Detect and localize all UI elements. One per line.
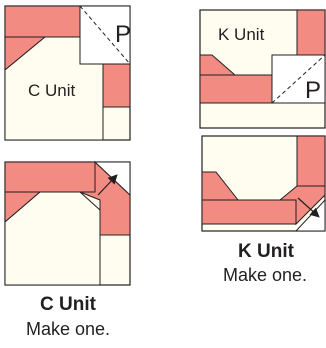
k-unit-caption-title: K Unit [238,241,294,262]
c-unit-with-p-block: P C Unit [4,5,131,141]
arrow-icon [97,174,118,196]
pink-right-diagonal [278,185,326,226]
p-corner-label: P [305,77,321,104]
c-unit-center-label: C Unit [28,81,76,100]
cream-notch [4,191,101,286]
k-unit-caption-subtitle: Make one. [222,265,308,285]
pink-right-column [102,63,131,108]
arrow-icon [297,197,320,218]
pink-top-band [4,161,96,193]
c-unit-caption-subtitle: Make one. [25,319,111,339]
pink-bottom-band [199,74,273,104]
k-unit-with-p-block: P K Unit [199,9,326,129]
c-unit-caption-title: C Unit [40,294,96,315]
pink-right-column [296,135,326,187]
pink-top-band [4,5,81,38]
p-corner-label: P [115,21,131,48]
k-unit-finished-block [201,135,326,232]
pink-top-right-strip [296,9,326,56]
c-unit-finished-block [4,160,131,286]
pink-bottom-band [201,199,297,225]
p-dashed-diagonal [79,5,131,65]
k-unit-center-label: K Unit [218,25,265,44]
p-dashed-diagonal [271,54,326,104]
